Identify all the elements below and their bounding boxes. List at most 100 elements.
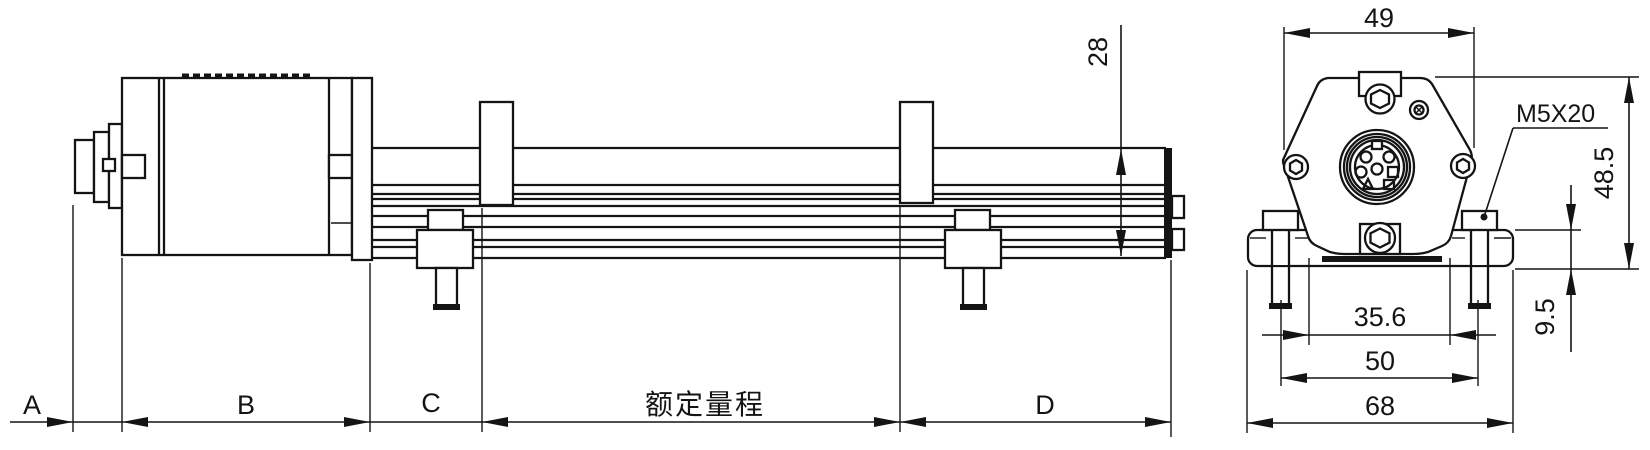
dim-rail-height-28: 28	[1083, 25, 1126, 256]
right-screw-boss	[1449, 152, 1477, 180]
arrow	[1566, 269, 1576, 295]
arrow	[1448, 28, 1474, 38]
rail-end-tab-upper	[1170, 194, 1186, 220]
head-right-lug	[327, 153, 354, 180]
connector-ring	[1345, 135, 1409, 199]
head-flange	[350, 76, 374, 262]
head-housing	[120, 76, 354, 257]
position-marker-1	[478, 100, 515, 207]
clamp-cap	[426, 208, 465, 232]
arrow	[1566, 204, 1576, 230]
screw-head	[1363, 221, 1397, 255]
dim-text-68: 68	[1365, 391, 1395, 421]
dim-text-m5x20: M5X20	[1516, 100, 1595, 128]
dim-body-width-49: 49	[1283, 3, 1475, 150]
dim-text-a: A	[23, 390, 41, 420]
boss-outer	[1449, 152, 1477, 180]
dim-bracket-height-9-5: 9.5	[1515, 185, 1581, 352]
dim-text-35-6: 35.6	[1354, 302, 1407, 332]
m5-bolt-right	[1460, 209, 1499, 309]
arrow	[122, 417, 148, 427]
rail-end-tab-lower	[1170, 227, 1186, 252]
bolt-channel	[1272, 231, 1289, 265]
dim-bolt-spacing-50: 50	[1280, 300, 1479, 386]
arrow	[1450, 330, 1476, 340]
connector-notch	[101, 157, 117, 173]
clamp-block	[415, 228, 475, 270]
dim-base-width-35-6: 35.6	[1262, 258, 1496, 345]
cable-connector	[73, 122, 124, 210]
dim-bracket-width-68: 68	[1246, 270, 1514, 433]
arrow	[1283, 330, 1309, 340]
dim-overall-height-48-5: 48.5	[1435, 76, 1639, 270]
clamp-stud	[961, 266, 986, 308]
pin	[1359, 150, 1373, 164]
connector-tip	[73, 138, 96, 195]
bolt-tip	[1468, 303, 1491, 309]
rail-end-cap	[1164, 148, 1172, 258]
dim-text-rated-stroke: 额定量程	[645, 389, 765, 420]
dim-text-c: C	[421, 388, 441, 418]
side-view: 28 A B C 额定量程 D	[10, 25, 1186, 437]
vent-outer	[1408, 99, 1430, 121]
vent-cross	[1414, 105, 1424, 115]
left-screw-boss	[1282, 153, 1310, 181]
bottom-dimension-chain: A B C 额定量程 D	[10, 205, 1172, 437]
vent-inner	[1413, 104, 1425, 116]
arrow	[1452, 373, 1478, 383]
bolt-channel	[1471, 231, 1488, 265]
arrow	[900, 417, 926, 427]
position-marker-2	[898, 100, 935, 205]
arrow	[1281, 373, 1307, 383]
arrow	[1145, 417, 1171, 427]
clamp-foot	[960, 304, 987, 310]
arrow	[47, 417, 73, 427]
arrow	[1247, 418, 1273, 428]
hex-socket	[1288, 158, 1304, 176]
arrow	[1624, 243, 1634, 269]
bottom-hex-screw	[1358, 221, 1402, 256]
hex-socket	[1369, 88, 1391, 110]
pin-square	[1386, 165, 1400, 179]
callout-m5x20: M5X20	[1480, 100, 1608, 221]
dim-text-50: 50	[1365, 346, 1395, 376]
mounting-clamp-2	[943, 208, 1003, 310]
leader-dot	[1480, 213, 1488, 221]
arrow	[1487, 418, 1513, 428]
clamp-stud	[434, 266, 459, 308]
top-hex-screw	[1357, 70, 1403, 115]
arrow	[874, 417, 900, 427]
arrow-down	[1116, 230, 1126, 256]
dim-text-9-5: 9.5	[1530, 298, 1560, 336]
dim-text-48-5: 48.5	[1589, 147, 1619, 200]
hex-socket	[1369, 227, 1391, 249]
circular-connector	[1338, 128, 1416, 206]
hex-socket	[1455, 157, 1471, 175]
body-seat-pad	[1322, 256, 1442, 262]
mounting-clamp-1	[415, 208, 475, 310]
pin	[1370, 162, 1384, 176]
arrow	[344, 417, 370, 427]
leader-line	[1483, 127, 1514, 218]
connector-keyway	[1370, 139, 1384, 151]
head-left-lug	[120, 153, 147, 180]
connector-ring	[1342, 132, 1412, 202]
vent-screw	[1408, 99, 1430, 121]
arrow	[1284, 28, 1310, 38]
dim-text-b: B	[237, 390, 255, 420]
dim-text-49: 49	[1364, 3, 1394, 33]
clamp-cap	[953, 208, 992, 232]
sensor-head	[120, 73, 374, 262]
arrow-up	[1116, 149, 1126, 175]
arrow	[1624, 77, 1634, 103]
pin-square	[1382, 178, 1396, 191]
dim-text-28: 28	[1083, 37, 1113, 67]
screw-head	[1364, 83, 1396, 115]
clamp-foot	[433, 304, 460, 310]
end-view: 49 M5X20 48.5 9.5	[1246, 3, 1639, 433]
arrow	[482, 417, 508, 427]
bolt-head	[1261, 209, 1300, 232]
bolt-head	[1460, 209, 1499, 232]
